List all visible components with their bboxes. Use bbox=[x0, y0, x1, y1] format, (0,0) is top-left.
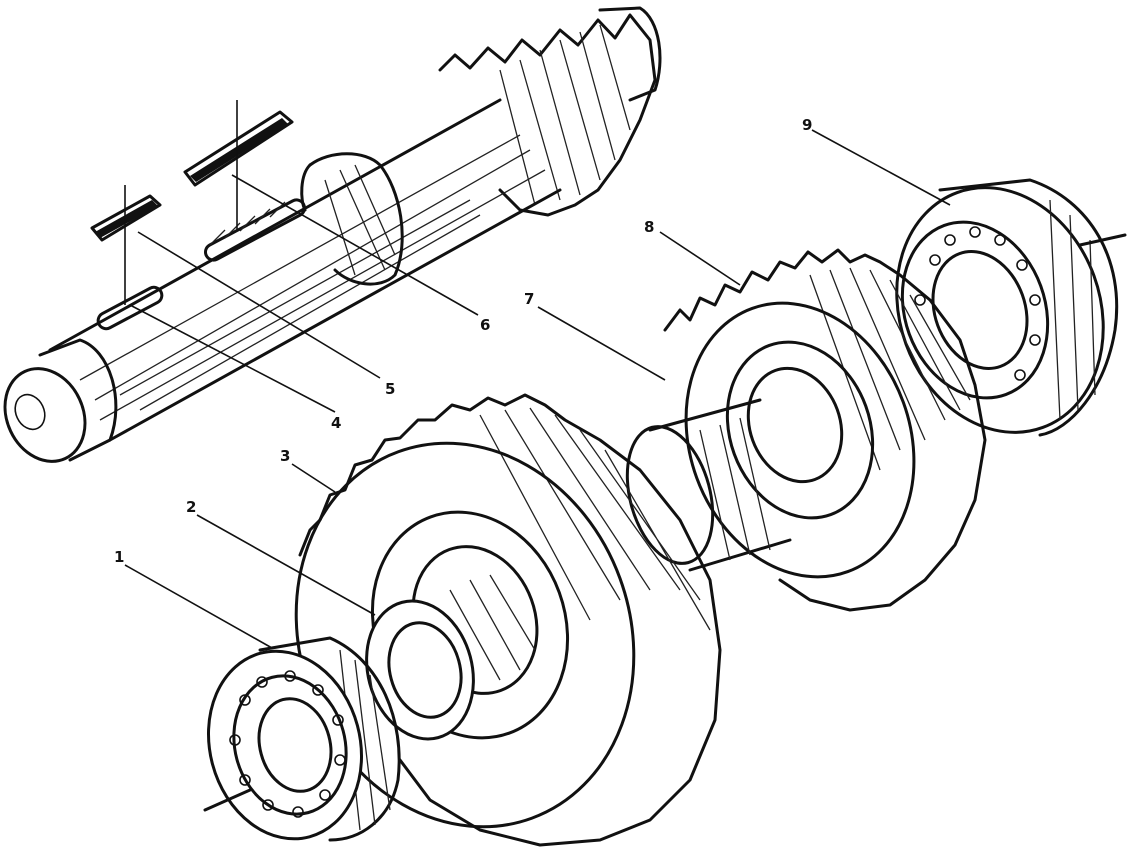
shaft-spline-gear bbox=[438, 6, 662, 217]
shaft-collar bbox=[300, 152, 404, 286]
key-small bbox=[90, 194, 162, 242]
callout-3: 3 bbox=[280, 447, 290, 465]
bearing-balls bbox=[914, 226, 1041, 381]
callout-2: 2 bbox=[186, 498, 196, 516]
washer-ring bbox=[365, 599, 475, 741]
bearing-front-balls bbox=[229, 670, 346, 818]
callout-8: 8 bbox=[644, 218, 654, 236]
bearing-right bbox=[895, 178, 1127, 437]
callout-7: 7 bbox=[524, 290, 534, 308]
bearing-front bbox=[203, 636, 401, 842]
callout-4: 4 bbox=[331, 414, 341, 432]
spacer-sleeve bbox=[625, 398, 792, 572]
gear-right-large bbox=[663, 248, 987, 612]
leader-lines bbox=[124, 100, 951, 649]
callout-9: 9 bbox=[802, 116, 812, 134]
shaft-keyway bbox=[96, 198, 306, 331]
key-large bbox=[183, 110, 294, 187]
upper-shaft bbox=[3, 6, 662, 463]
callout-6: 6 bbox=[480, 316, 490, 334]
callout-1: 1 bbox=[114, 548, 124, 566]
callout-5: 5 bbox=[385, 380, 395, 398]
